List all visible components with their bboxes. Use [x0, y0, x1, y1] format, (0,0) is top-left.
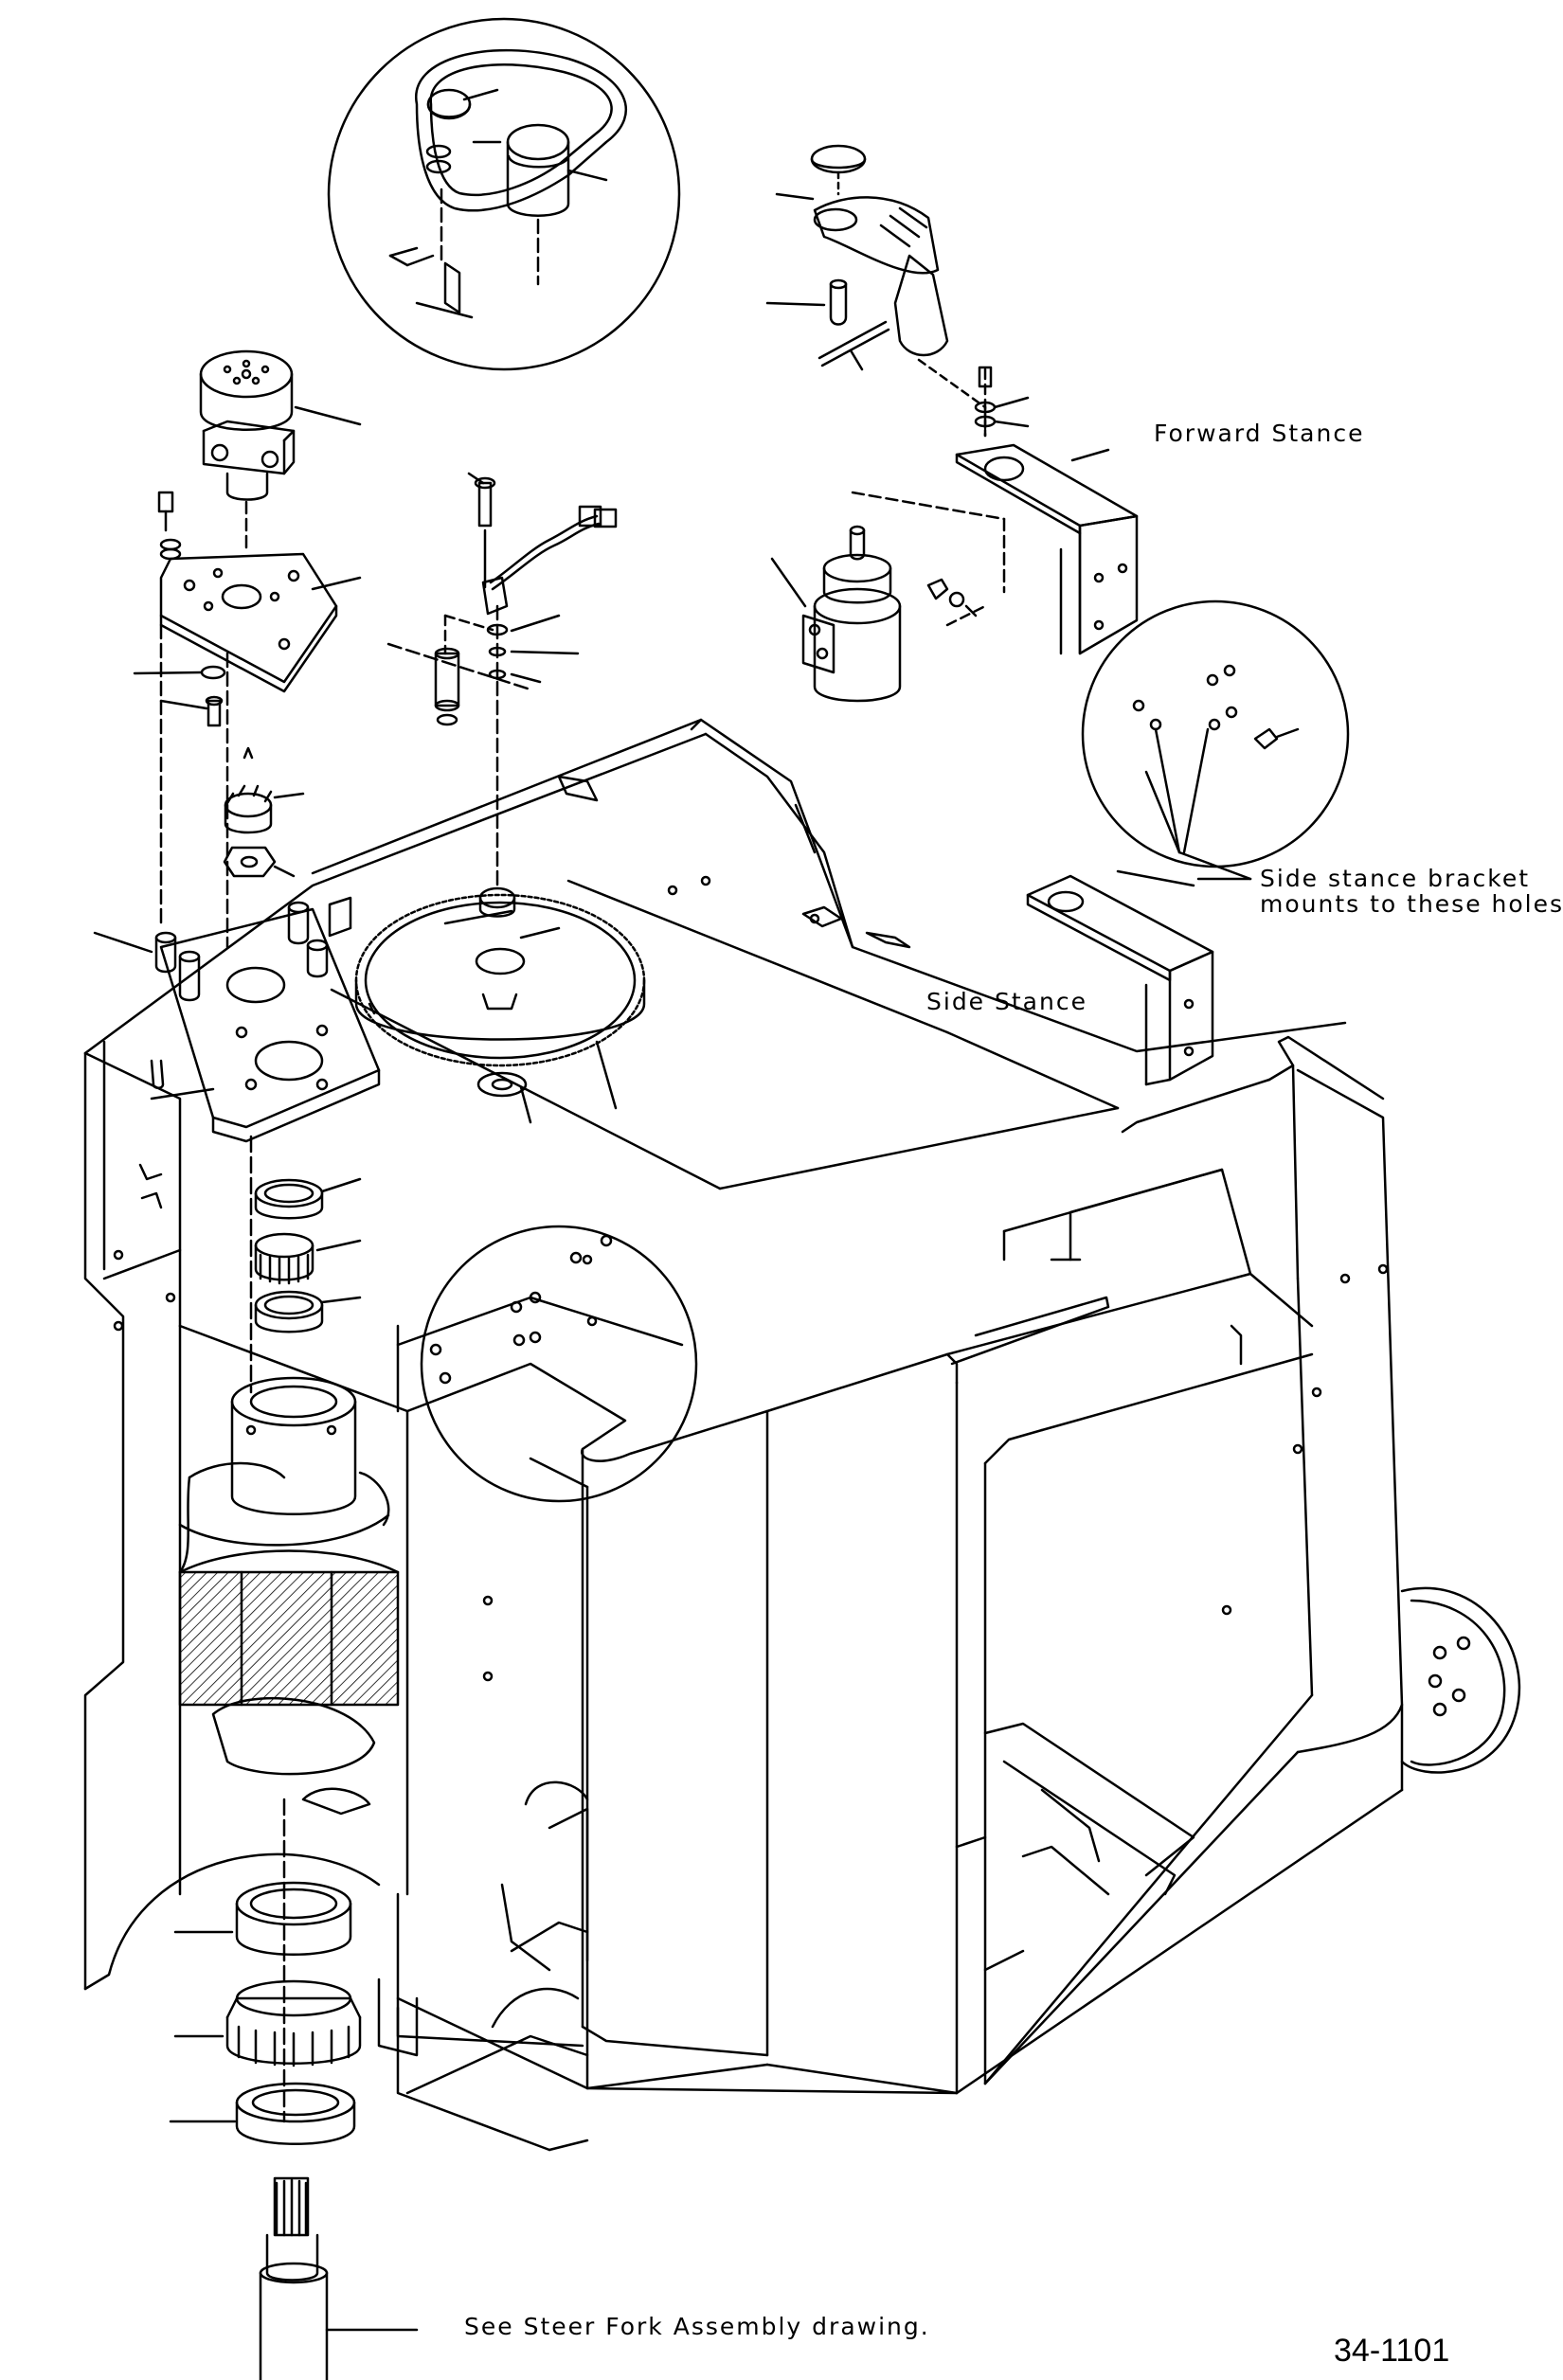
steer-plate [93, 896, 381, 1209]
hydraulic-motor [770, 491, 1006, 703]
steering-mount-plate [157, 491, 362, 693]
spur-gear [354, 886, 646, 1124]
steer-fork-note: See Steer Fork Assembly drawing. [464, 2313, 930, 2340]
steer-housing [178, 1376, 400, 1816]
control-arm-assembly [765, 144, 987, 438]
holes-detail-circle-right [1081, 599, 1350, 881]
sensor-parts [386, 472, 618, 892]
side-stance-bracket [1026, 869, 1214, 1086]
forward-stance-label: Forward Stance [1154, 420, 1365, 447]
drawing-number: 34-1101 [1334, 2333, 1450, 2369]
side-stance-label: Side Stance [926, 988, 1087, 1015]
side-stance-bracket-label-line1: Side stance bracket [1260, 865, 1531, 892]
steering-handle-detail [327, 17, 681, 371]
steering-unit [199, 349, 362, 551]
forward-stance-bracket [955, 366, 1139, 655]
side-stance-bracket-label-line2: mounts to these holes. [1260, 890, 1563, 918]
upper-bearing-stack [249, 1135, 362, 1394]
lower-bearing-stack [169, 1798, 419, 2380]
gear-parts-left [133, 623, 305, 949]
holes-detail-circle-left [420, 1225, 698, 1503]
chassis-frame [83, 718, 1521, 2152]
